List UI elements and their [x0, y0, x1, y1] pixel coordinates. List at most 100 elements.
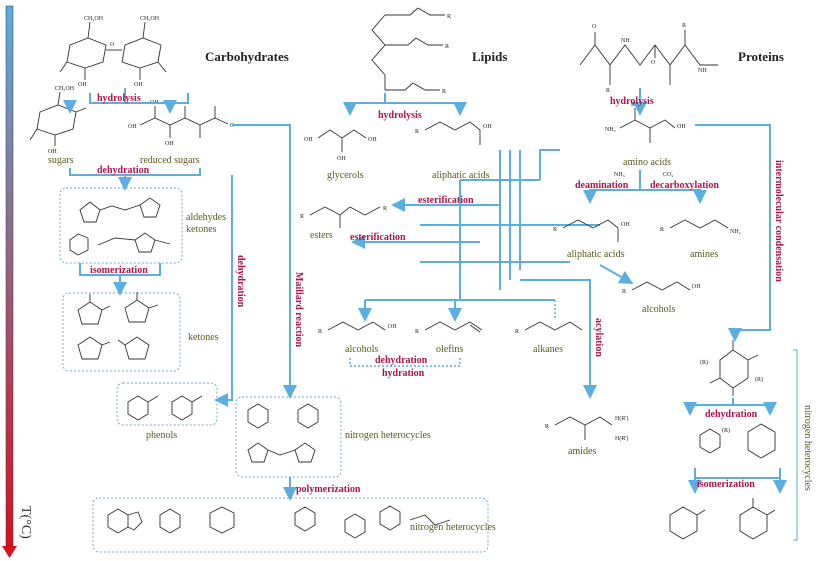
oh-label: OH: [368, 137, 377, 143]
reduced-sugars-label: reduced sugars: [140, 155, 200, 166]
r-sub-label: (R): [722, 427, 730, 434]
r-label: R: [445, 44, 449, 50]
alcohols-label-proteins: alcohols: [642, 304, 675, 315]
lipids-header: Lipids: [472, 49, 507, 64]
oh-label: OH: [134, 82, 143, 88]
decarboxylation-label: decarboxylation: [650, 180, 719, 191]
r-label: R: [415, 329, 419, 335]
nitrogen-heterocycles-label-right: nitrogen heterocycles: [802, 405, 813, 491]
hydrolysis-label-carbohydrates: hydrolysis: [97, 93, 141, 104]
r-label: R: [447, 14, 451, 20]
r-label: R: [415, 129, 419, 135]
r-label: R: [682, 23, 686, 29]
polymer-heterocycle-structures: [107, 505, 451, 539]
alkane-structure: R: [515, 321, 583, 335]
hydration-label: hydration: [382, 368, 425, 379]
nitrogen-heterocycles-label-bottom: nitrogen heterocycles: [410, 522, 496, 533]
alcohol-structure-protein: R OH: [622, 281, 701, 295]
nitrogen-heterocycles-box-bottom: [92, 497, 489, 553]
nh2-label: NH₂: [605, 127, 616, 133]
temperature-axis: T(°C): [2, 5, 33, 558]
o-label: O: [592, 24, 597, 30]
disaccharide-structure: CH₂OH CH₂OH OH OH O: [59, 16, 167, 88]
dehydration-label-proteins: dehydration: [705, 409, 758, 420]
ketones-upper-label: ketones: [186, 224, 217, 235]
olefins-label: olefins: [436, 344, 463, 355]
r-sub-label: (R): [700, 359, 708, 366]
oh-label: OH: [128, 124, 137, 130]
ch2oh-label: CH₂OH: [140, 16, 160, 22]
isomerization-label-proteins: isomerization: [697, 479, 755, 490]
hydrolysis-label-lipids: hydrolysis: [378, 110, 422, 121]
nh-label: NH: [698, 68, 707, 74]
aldehydes-ketones-box: [59, 187, 183, 264]
alkanes-label: alkanes: [533, 344, 563, 355]
co2-label: CO₂: [663, 172, 673, 178]
amino-acid-structure: NH₂ R OH: [605, 102, 686, 143]
phenols-label: phenols: [146, 430, 177, 441]
ch2oh-label: CH₂OH: [84, 16, 104, 22]
furan-aldehyde-structures: [69, 197, 171, 256]
nh3-label: NH₃: [614, 172, 625, 178]
oh-label: OH: [48, 149, 57, 155]
oh-label: OH: [304, 137, 313, 143]
aliphatic-acid-structure-lipid: R OH: [415, 121, 492, 145]
oh-label: OH: [165, 141, 174, 147]
nh2-label: NH₂: [730, 229, 741, 235]
dehydration-label-carbohydrates: dehydration: [97, 165, 150, 176]
r-label: R: [318, 329, 322, 335]
aldehydes-label: aldehydes: [186, 212, 226, 223]
dehydration-label-lipids: dehydration: [375, 355, 428, 366]
nitrogen-heterocycles-box-mid: [235, 396, 342, 478]
esters-label: esters: [310, 230, 333, 241]
h-r-label: H(R'): [615, 415, 628, 422]
r-sub-label: (R): [755, 376, 763, 383]
hydrolysis-label-proteins: hydrolysis: [610, 96, 654, 107]
glycerols-label: glycerols: [327, 170, 364, 181]
pyrazine-structures: (R): [699, 423, 776, 459]
temperature-axis-label: T(°C): [18, 506, 33, 539]
alcohol-structure-lipid: R OH: [318, 321, 397, 335]
reduced-sugar-structure: OH OH OH O: [128, 100, 235, 147]
acylation-label: acylation: [593, 318, 604, 357]
oh-label: OH: [78, 82, 87, 88]
ester-structure: R R: [300, 206, 387, 228]
alcohols-label-lipids: alcohols: [345, 344, 378, 355]
aliphatic-acids-label-lipids: aliphatic acids: [432, 170, 490, 181]
amides-label: amides: [568, 446, 596, 457]
ketones-label: ketones: [188, 332, 219, 343]
phenol-structures: [127, 395, 203, 421]
o-label: O: [651, 60, 656, 66]
r-label: R: [606, 88, 610, 94]
nh-label: NH: [621, 38, 630, 44]
ketones-box: [62, 292, 181, 372]
intermolecular-condensation-label: intermolecular condensation: [773, 160, 784, 282]
oh-label: OH: [337, 156, 346, 162]
proteins-header: Proteins: [738, 49, 784, 64]
sugars-label: sugars: [48, 155, 74, 166]
diketopiperazine-structure: (R) (R): [700, 340, 763, 396]
nitrogen-heterocycles-label-mid: nitrogen heterocycles: [345, 430, 431, 441]
h-r-label: H(R'): [615, 435, 628, 442]
oh-label: OH: [692, 284, 701, 290]
oh-label: OH: [388, 324, 397, 330]
piperidinedione-structures: [669, 498, 776, 540]
r-label: R: [383, 206, 387, 212]
r-label: R: [300, 214, 304, 220]
isomerization-label-carbohydrates: isomerization: [90, 265, 148, 276]
r-label: R: [515, 329, 519, 335]
r-label: R: [545, 424, 549, 430]
aliphatic-acids-label-proteins: aliphatic acids: [567, 249, 625, 260]
deamination-label: deamination: [575, 180, 629, 191]
triglyceride-structure: R R R: [371, 7, 451, 95]
polymerization-label: polymerization: [296, 484, 361, 495]
amines-label: amines: [690, 249, 718, 260]
amine-structure: R NH₂: [660, 219, 741, 235]
r-label: R: [442, 89, 446, 95]
oh-label: OH: [483, 124, 492, 130]
glucose-structure: CH₂OH OH: [29, 86, 87, 155]
esterification-label-1: esterification: [418, 195, 474, 206]
glycerol-structure: OH OH OH: [304, 129, 377, 162]
dehydration-label-vertical: dehydration: [235, 255, 246, 308]
